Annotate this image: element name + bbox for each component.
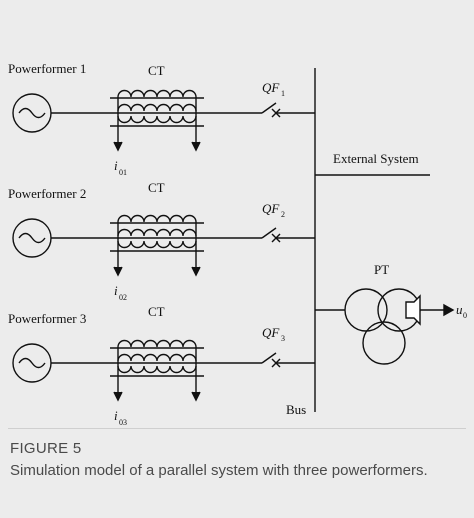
circuit-diagram: Bus External System Powerformer 1 CT i 0… <box>8 61 467 427</box>
pt-label: PT <box>374 262 389 277</box>
breaker-2-label: QF <box>262 201 280 216</box>
powerformer-1-label: Powerformer 1 <box>8 61 86 76</box>
ct-3-label: CT <box>148 304 165 319</box>
breaker-3-label: QF <box>262 325 280 340</box>
figure-caption: Simulation model of a parallel system wi… <box>10 462 428 479</box>
powerformer-3-label: Powerformer 3 <box>8 311 86 326</box>
breaker-3-subscript: 3 <box>281 334 285 343</box>
sine-wave-2-icon <box>18 232 46 244</box>
ct-3-icon <box>110 339 204 402</box>
breaker-1-icon <box>261 102 315 118</box>
pt-transformer-icon <box>315 288 455 365</box>
branch-2: Powerformer 2 CT i 02 QF 2 <box>8 180 315 302</box>
figure-title: FIGURE 5 <box>10 440 82 457</box>
ct-2-icon <box>110 214 204 277</box>
voltage-label: u <box>456 302 463 317</box>
current-1-subscript: 01 <box>119 168 127 177</box>
current-1-label: i <box>114 158 118 173</box>
breaker-2-icon <box>261 227 315 243</box>
current-3-subscript: 03 <box>119 418 127 427</box>
current-3-label: i <box>114 408 118 423</box>
branch-3: Powerformer 3 CT i 03 QF 3 <box>8 304 315 427</box>
breaker-2-subscript: 2 <box>281 210 285 219</box>
breaker-3-icon <box>261 352 315 368</box>
bus-label: Bus <box>286 402 306 417</box>
sine-wave-1-icon <box>18 107 46 119</box>
voltage-subscript: 0 <box>463 311 467 320</box>
branch-1: Powerformer 1 CT i 01 QF 1 <box>8 61 315 177</box>
ct-1-label: CT <box>148 63 165 78</box>
breaker-1-label: QF <box>262 80 280 95</box>
powerformer-2-label: Powerformer 2 <box>8 186 86 201</box>
breaker-1-subscript: 1 <box>281 89 285 98</box>
caption-divider <box>8 428 466 429</box>
ct-2-label: CT <box>148 180 165 195</box>
sine-wave-3-icon <box>18 357 46 369</box>
ct-1-icon <box>110 89 204 152</box>
external-system-label: External System <box>333 151 419 166</box>
current-2-subscript: 02 <box>119 293 127 302</box>
current-2-label: i <box>114 283 118 298</box>
